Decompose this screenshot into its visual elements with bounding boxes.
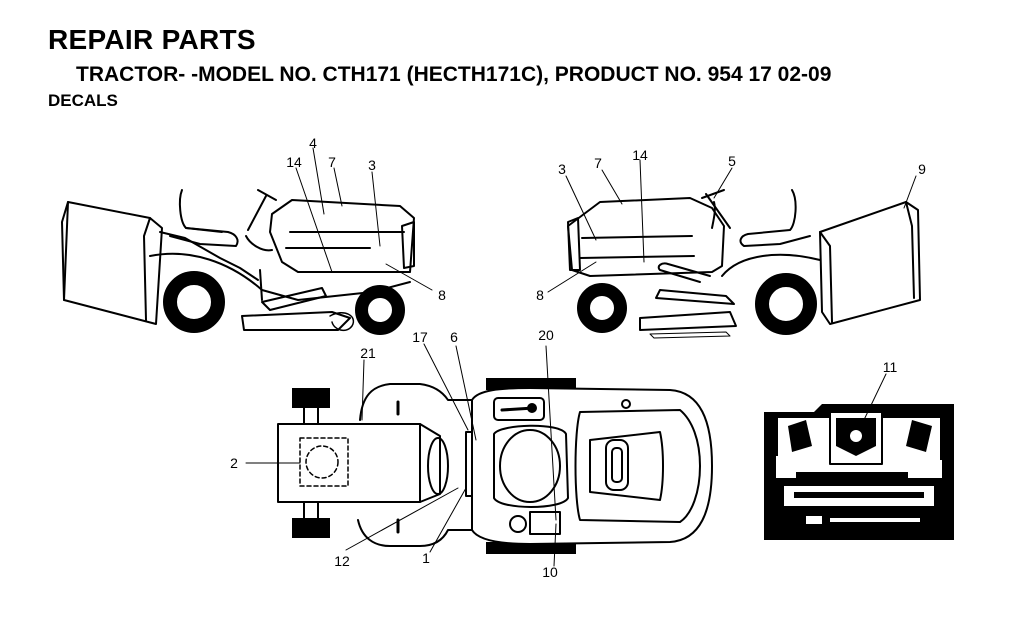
page-title: REPAIR PARTS — [48, 24, 256, 55]
callout-20: 20 — [538, 327, 554, 343]
top-view — [245, 343, 713, 567]
left-side-view — [61, 147, 433, 335]
callout-8-right: 8 — [536, 287, 544, 303]
callout-numbers: 4 7 3 14 8 3 7 14 5 9 8 21 17 6 20 2 12 … — [230, 135, 926, 580]
callout-3-left: 3 — [368, 157, 376, 173]
callout-9-right: 9 — [918, 161, 926, 177]
control-panel-inset — [764, 373, 954, 540]
callout-2: 2 — [230, 455, 238, 471]
section-label: DECALS — [48, 91, 118, 110]
callout-14-left: 14 — [286, 154, 302, 170]
callout-1: 1 — [422, 550, 430, 566]
right-side-view — [547, 159, 921, 339]
callout-21: 21 — [360, 345, 376, 361]
callout-8-left: 8 — [438, 287, 446, 303]
callout-12: 12 — [334, 553, 350, 569]
callout-3-right: 3 — [558, 161, 566, 177]
model-subtitle: TRACTOR- -MODEL NO. CTH171 (HECTH171C), … — [76, 63, 832, 86]
callout-14-right: 14 — [632, 147, 648, 163]
callout-4-left: 4 — [309, 135, 317, 151]
callout-7-left: 7 — [328, 154, 336, 170]
callout-10: 10 — [542, 564, 558, 580]
callout-11: 11 — [883, 359, 898, 375]
callout-6: 6 — [450, 329, 458, 345]
callout-17: 17 — [412, 329, 428, 345]
callout-5-right: 5 — [728, 153, 736, 169]
callout-7-right: 7 — [594, 155, 602, 171]
